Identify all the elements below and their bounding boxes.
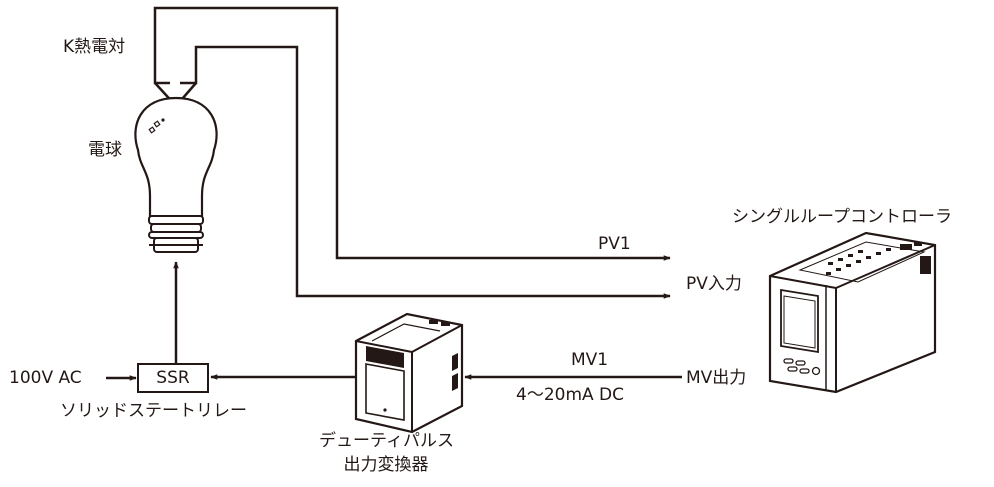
- ac-input-label: 100V AC: [9, 368, 82, 388]
- thermocouple-label: K熱電対: [63, 37, 126, 57]
- current-signal-label: 4〜20mA DC: [516, 385, 625, 405]
- controller-label: シングルループコントローラ: [732, 207, 952, 227]
- mv1-label: MV1: [571, 350, 609, 370]
- converter-label-line1: デューティパルス: [319, 431, 454, 451]
- mv-output-label: MV出力: [686, 368, 747, 388]
- thermocouple-wire-outer: [153, 6, 671, 261]
- pv-input-label: PV入力: [686, 274, 742, 294]
- thermocouple-wire-inner: [180, 45, 671, 299]
- bulb-label: 電球: [88, 140, 122, 160]
- pv1-label: PV1: [598, 234, 631, 254]
- converter-label-line2: 出力変換器: [343, 455, 429, 475]
- converter-module-icon: [354, 312, 464, 434]
- ssr-box: SSR: [137, 363, 209, 393]
- ssr-name-label: ソリッドステートリレー: [60, 401, 247, 421]
- controller-device-icon: [768, 231, 937, 394]
- light-bulb-icon: [134, 96, 218, 253]
